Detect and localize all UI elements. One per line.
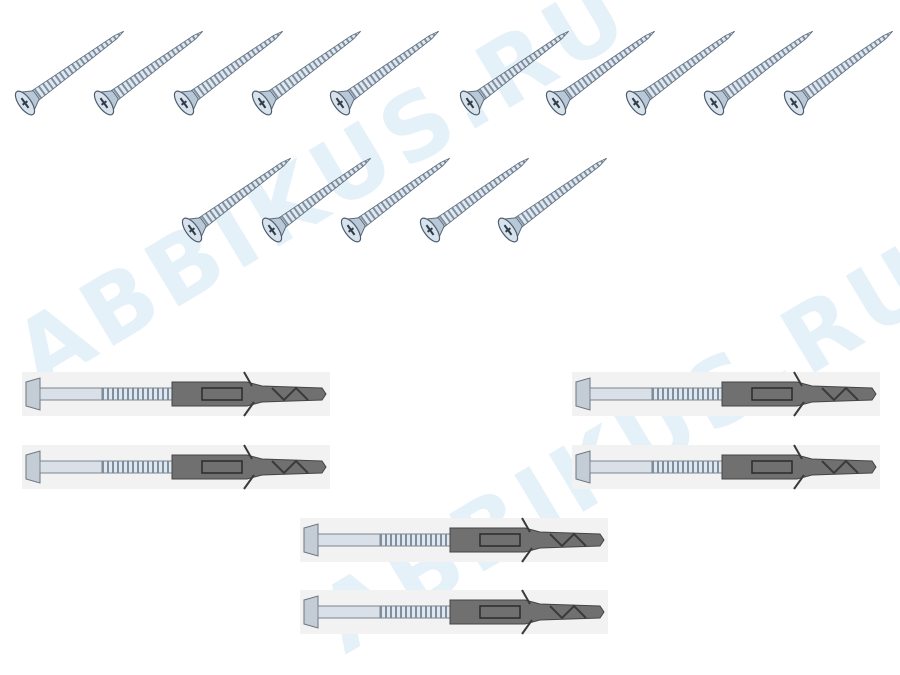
anchor-bolt: [299, 589, 609, 635]
anchor-bolt: [21, 444, 331, 490]
anchor-bolt: [571, 371, 881, 417]
anchor-bolt: [21, 371, 331, 417]
screw: [779, 18, 900, 119]
anchor-bolt: [571, 444, 881, 490]
screw: [493, 145, 616, 246]
anchor-bolt: [299, 517, 609, 563]
